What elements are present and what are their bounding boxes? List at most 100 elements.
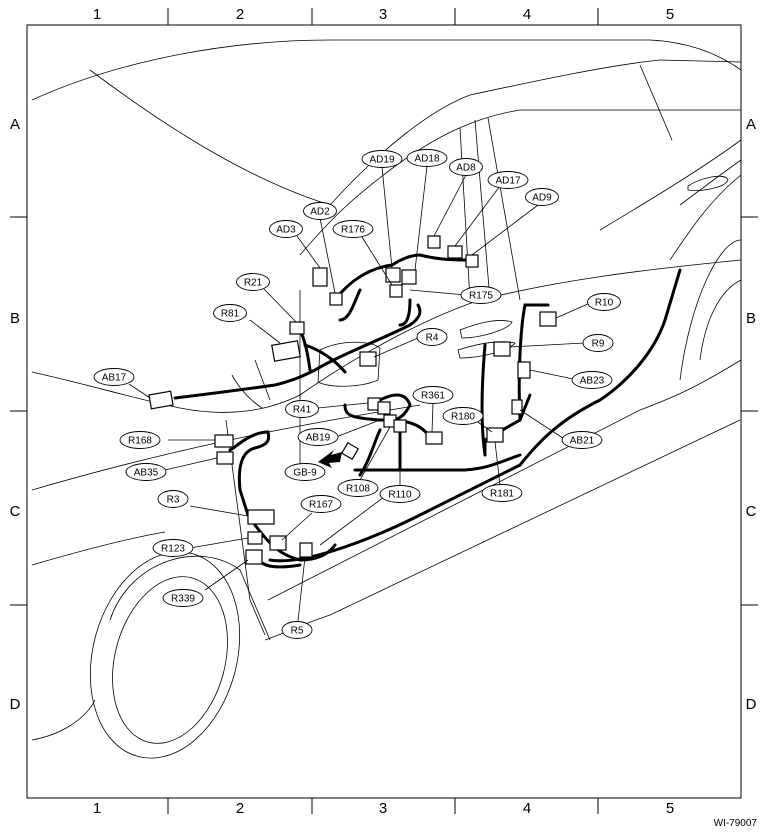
grid-row-label: D — [10, 696, 21, 713]
callout-bubble — [337, 479, 379, 497]
callout-r3: R3 — [157, 490, 189, 508]
callout-r181: R181 — [481, 484, 523, 502]
callout-bubble — [162, 589, 204, 607]
callout-bubble — [442, 407, 484, 425]
callout-bubble — [561, 431, 603, 449]
grid-row-label: B — [746, 310, 756, 327]
callout-ad18: AD18 — [406, 149, 448, 167]
callout-ad8: AD8 — [449, 158, 483, 176]
callout-r81: R81 — [213, 304, 247, 322]
grid-column-label: 4 — [523, 800, 531, 817]
grid-column-label: 2 — [236, 6, 244, 23]
grid-column-label: 3 — [379, 800, 387, 817]
grid-column-label: 5 — [666, 6, 674, 23]
callout-r41: R41 — [285, 400, 319, 418]
callout-r180: R180 — [442, 407, 484, 425]
callout-r123: R123 — [152, 539, 194, 557]
callout-bubble — [213, 304, 247, 322]
callout-r175: R175 — [460, 286, 502, 304]
callout-label: R5 — [291, 626, 304, 637]
grid-row-label: C — [746, 503, 757, 520]
callout-label: R110 — [388, 490, 412, 501]
callout-bubble — [284, 463, 326, 481]
grid-column-label: 1 — [93, 6, 101, 23]
callout-bubble — [525, 188, 559, 206]
callout-r339: R339 — [162, 589, 204, 607]
callout-bubble — [449, 158, 483, 176]
grid-column-label: 5 — [666, 800, 674, 817]
callout-bubble — [379, 485, 421, 503]
grid-column-label: 1 — [93, 800, 101, 817]
callout-label: R108 — [346, 484, 370, 495]
callout-bubble — [281, 621, 313, 639]
grid-row-label: C — [10, 503, 21, 520]
grid-row-label: A — [10, 116, 20, 133]
callout-bubble — [152, 539, 194, 557]
callout-label: R3 — [167, 495, 180, 506]
callout-label: R21 — [244, 278, 263, 289]
callout-r361: R361 — [412, 386, 454, 404]
callout-r168: R168 — [119, 431, 161, 449]
callout-bubble — [119, 431, 161, 449]
callout-r110: R110 — [379, 485, 421, 503]
grid-column-label: 4 — [523, 6, 531, 23]
callout-gb-9: GB-9 — [284, 463, 326, 481]
callout-label: AB19 — [306, 433, 331, 444]
callout-bubble — [236, 273, 270, 291]
callout-ab35: AB35 — [125, 463, 167, 481]
callout-bubble — [582, 334, 614, 352]
callout-r4: R4 — [416, 328, 448, 346]
callout-ab23: AB23 — [571, 371, 613, 389]
callout-r5: R5 — [281, 621, 313, 639]
callout-label: AB21 — [570, 436, 595, 447]
callout-label: R81 — [221, 309, 240, 320]
callout-label: R181 — [490, 489, 514, 500]
callout-label: R175 — [469, 291, 493, 302]
callout-r167: R167 — [300, 495, 342, 513]
figure-id: WI-79007 — [713, 818, 757, 829]
grid-column-label: 3 — [379, 6, 387, 23]
grid-row-label: A — [746, 116, 756, 133]
callout-r176: R176 — [332, 220, 374, 238]
grid-ticks — [10, 8, 758, 814]
callout-ad17: AD17 — [487, 171, 529, 189]
grid-column-label: 2 — [236, 800, 244, 817]
callout-label: AD3 — [276, 225, 296, 236]
callout-bubble — [332, 220, 374, 238]
wiring-harness — [173, 253, 682, 569]
callout-ab19: AB19 — [297, 428, 339, 446]
callout-label: R339 — [171, 594, 195, 605]
callout-label: R4 — [426, 333, 439, 344]
callout-label: R10 — [595, 298, 614, 309]
callout-label: AD19 — [369, 155, 394, 166]
callout-bubble — [587, 293, 621, 311]
callout-ad9: AD9 — [525, 188, 559, 206]
callout-bubble — [269, 220, 303, 238]
callout-bubble — [460, 286, 502, 304]
callout-bubble — [571, 371, 613, 389]
callout-label: AB35 — [134, 468, 159, 479]
grid-row-label: D — [746, 696, 757, 713]
callout-label: AB23 — [580, 376, 605, 387]
callout-label: AD2 — [310, 207, 330, 218]
callout-ad3: AD3 — [269, 220, 303, 238]
callout-label: AB17 — [102, 373, 127, 384]
grid-row-label: B — [10, 310, 20, 327]
callout-r9: R9 — [582, 334, 614, 352]
callout-label: AD8 — [456, 163, 476, 174]
callout-bubble — [406, 149, 448, 167]
callout-bubble — [412, 386, 454, 404]
callout-bubble — [487, 171, 529, 189]
callout-bubble — [481, 484, 523, 502]
callout-bubble — [125, 463, 167, 481]
callout-bubble — [361, 150, 403, 168]
callout-label: AD18 — [414, 154, 439, 165]
ground-arrow-icon — [318, 450, 342, 468]
callout-bubble — [93, 368, 135, 386]
callout-bubble — [300, 495, 342, 513]
callout-ad19: AD19 — [361, 150, 403, 168]
callout-ab17: AB17 — [93, 368, 135, 386]
callout-label: R9 — [592, 339, 605, 350]
